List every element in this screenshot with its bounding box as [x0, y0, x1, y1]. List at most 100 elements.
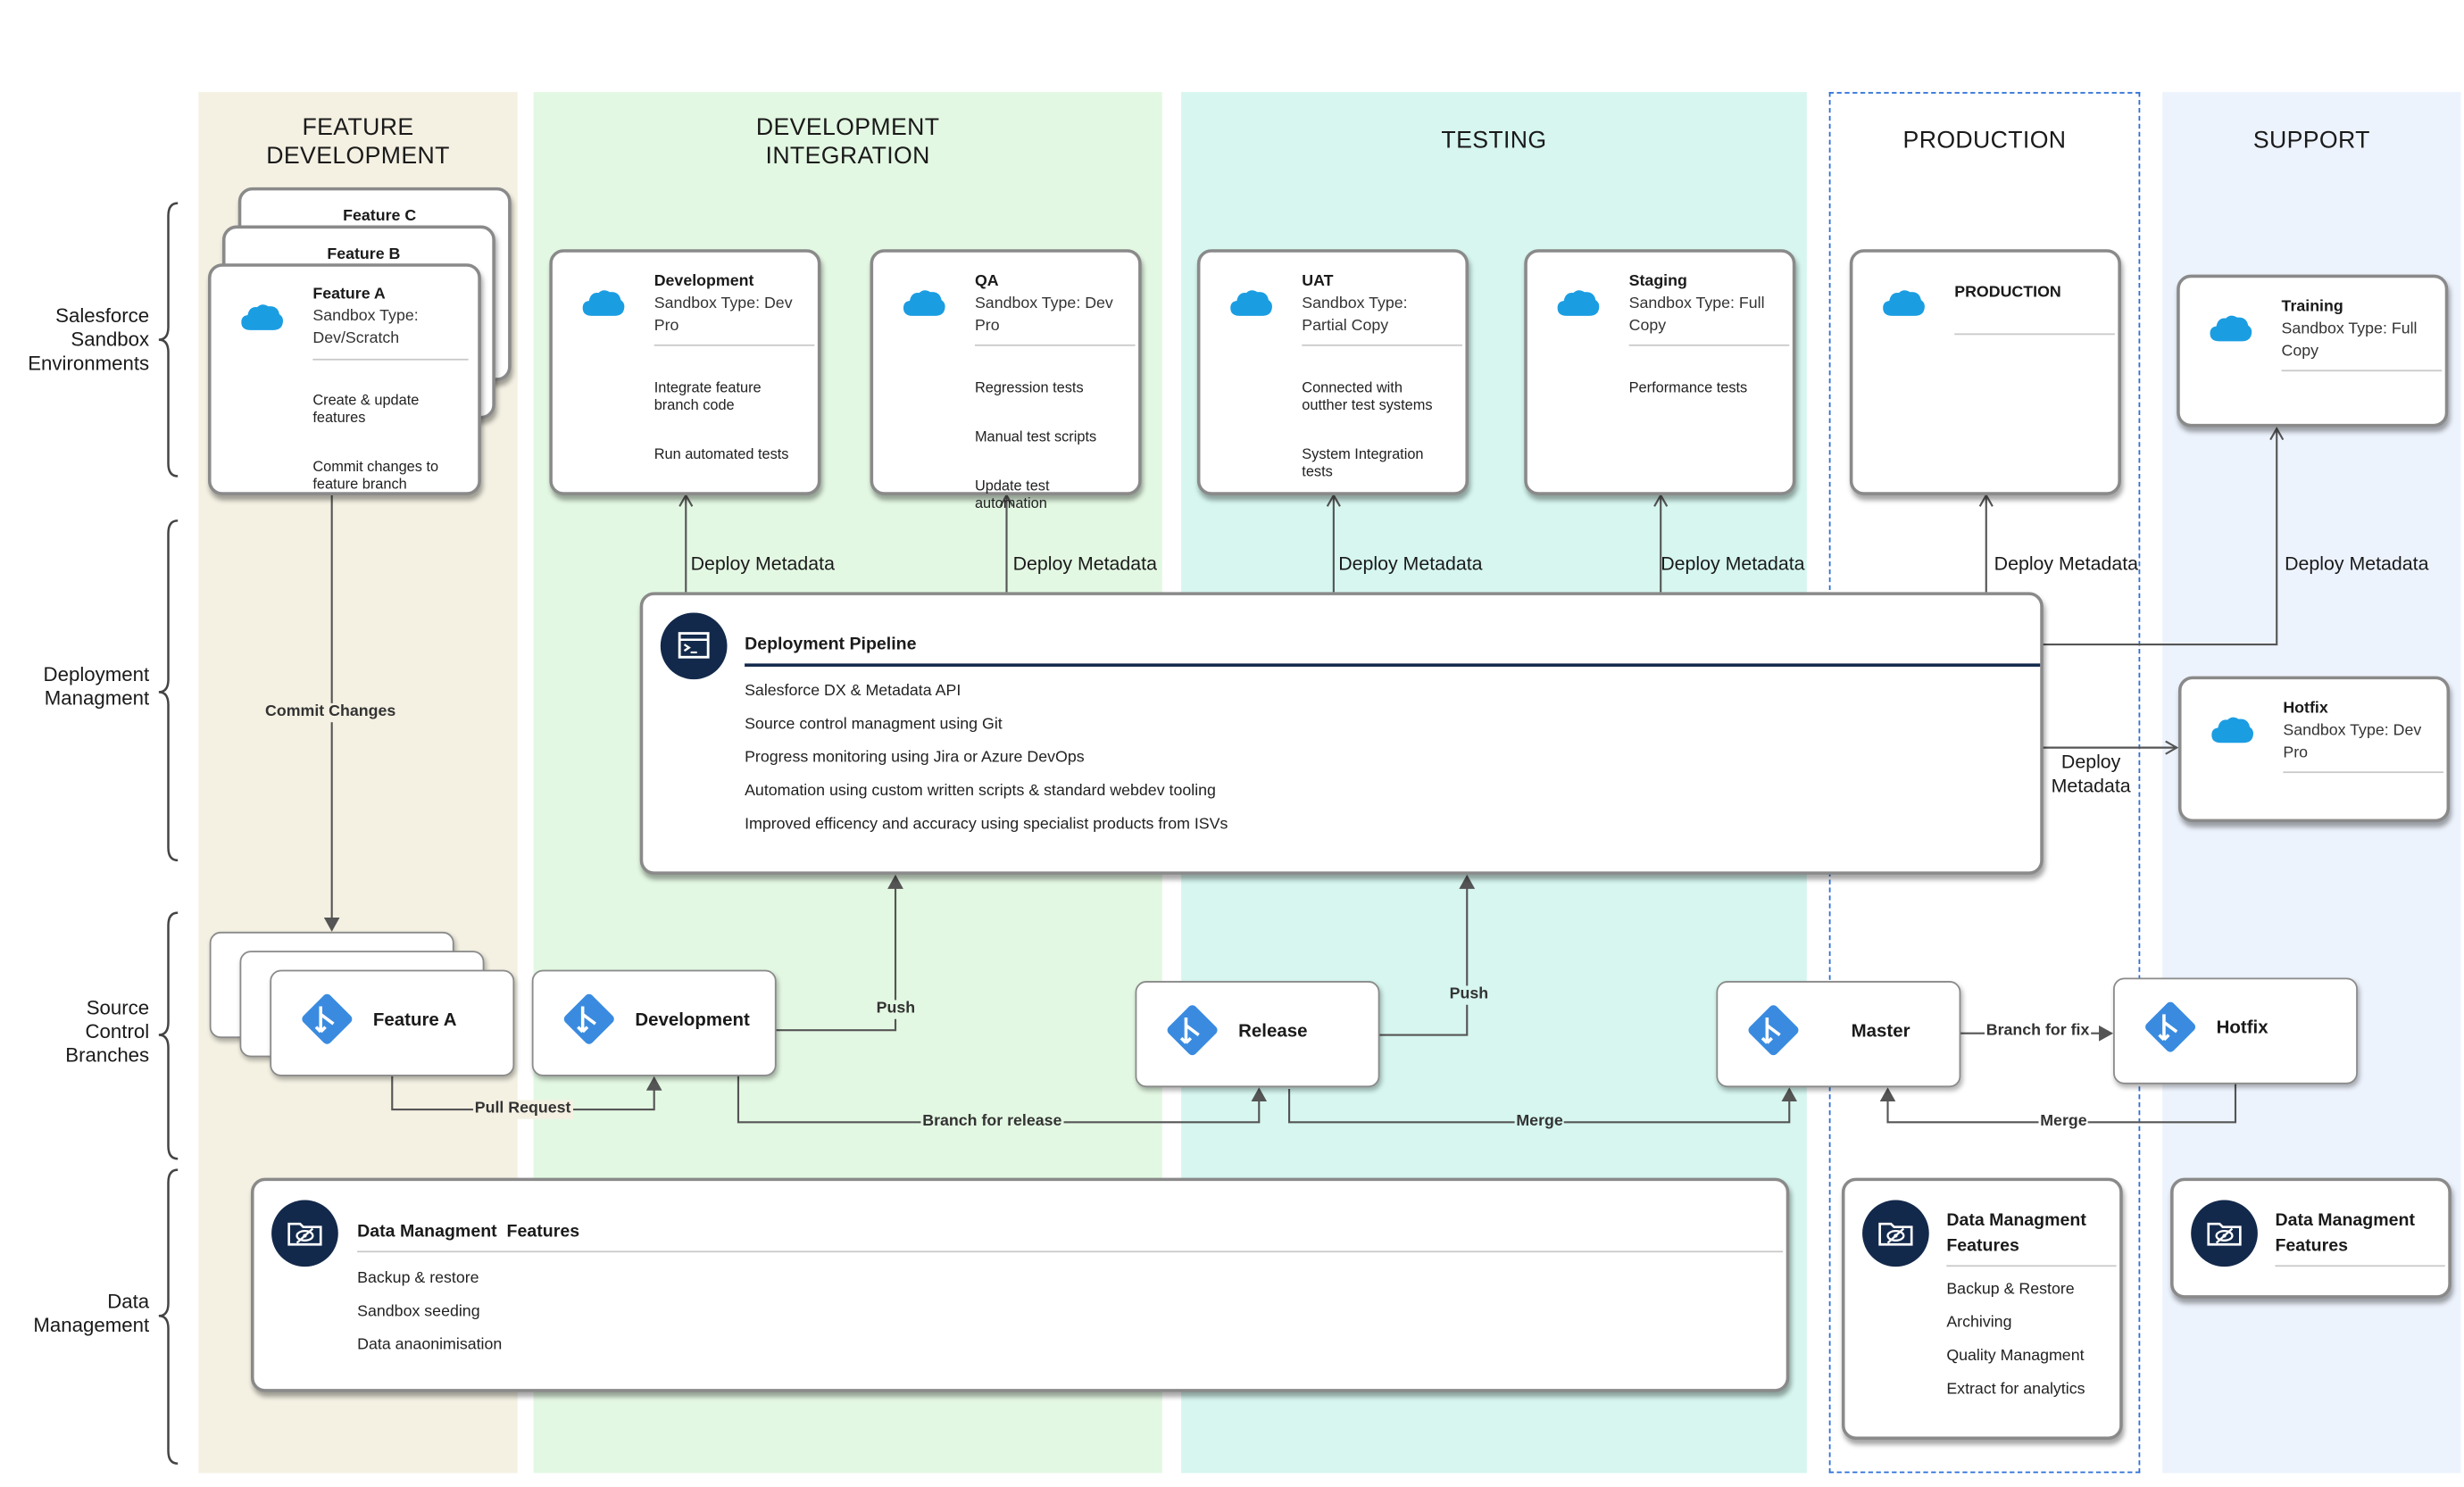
- data-management-item: Data anaonimisation: [357, 1336, 503, 1354]
- card-item: Commit changes to feature branch: [312, 458, 439, 493]
- data-management-item: Archiving: [1946, 1314, 2012, 1333]
- pull-request-label: Pull Request: [472, 1100, 573, 1119]
- row-label-data: Data Management: [33, 1290, 150, 1337]
- card-title: Feature C: [343, 207, 417, 226]
- salesforce-cloud-icon: [2210, 315, 2252, 342]
- card-item: Regression tests: [974, 379, 1084, 395]
- staging-sandbox-card[interactable]: Staging Sandbox Type: Full Copy Performa…: [1524, 249, 1796, 495]
- card-divider: [357, 1250, 1784, 1253]
- card-title: Hotfix: [2283, 700, 2328, 718]
- git-branch-icon: [563, 993, 614, 1044]
- card-item: Update test automation: [974, 478, 1050, 511]
- lane-title: SUPPORT: [2252, 127, 2370, 154]
- production-data-management-card[interactable]: Data Managment Features Backup & Restore…: [1841, 1177, 2123, 1441]
- pipeline-items: Salesforce DX & Metadata API Source cont…: [745, 683, 1228, 850]
- feature-a-sandbox-card[interactable]: Feature A Sandbox Type: Dev/Scratch Crea…: [207, 263, 481, 495]
- development-sandbox-card[interactable]: Development Sandbox Type: Dev Pro Integr…: [549, 249, 821, 495]
- branch-label: Master: [1851, 1022, 1910, 1042]
- sandbox-type: Sandbox Type: Dev/Scratch: [312, 308, 419, 348]
- data-mask-icon: [1862, 1200, 1929, 1267]
- card-title: UAT: [1302, 272, 1334, 291]
- lane-title: PRODUCTION: [1902, 127, 2067, 154]
- card-title: QA: [974, 272, 999, 291]
- branch-label: Development: [635, 1010, 750, 1031]
- sandbox-type: Sandbox Type: Full Copy: [1628, 295, 1765, 336]
- git-branch-icon: [302, 993, 353, 1044]
- qa-sandbox-card[interactable]: QA Sandbox Type: Dev Pro Regression test…: [870, 249, 1142, 511]
- card-item: Connected with outther test systems: [1302, 379, 1433, 413]
- pipeline-item: Automation using custom written scripts …: [745, 782, 1216, 801]
- terminal-icon: [660, 612, 728, 680]
- row-label-source: Source Control Branches: [65, 996, 150, 1067]
- card-item: Create & update features: [312, 392, 420, 426]
- uat-sandbox-card[interactable]: UAT Sandbox Type: Partial Copy Connected…: [1196, 249, 1469, 495]
- master-branch-card[interactable]: Master: [1716, 981, 1961, 1088]
- git-branch-icon: [1167, 1005, 1218, 1056]
- sandbox-type: Sandbox Type: Partial Copy: [1302, 295, 1408, 336]
- git-branch-icon: [2145, 1001, 2196, 1052]
- data-management-item: Quality Managment: [1946, 1347, 2085, 1366]
- card-title: Staging: [1628, 272, 1687, 291]
- card-item: Performance tests: [1628, 379, 1748, 395]
- card-items: Performance tests: [1629, 361, 1748, 428]
- salesforce-cloud-icon: [241, 304, 283, 330]
- data-management-item: Backup & Restore: [1946, 1281, 2075, 1299]
- data-management-title: Data Managment Features: [357, 1222, 580, 1242]
- card-items: Integrate feature branch code Run automa…: [654, 361, 789, 494]
- deploy-metadata-label: Deploy Metadata: [690, 552, 835, 575]
- data-management-card[interactable]: Data Managment Features Backup & restore…: [250, 1177, 1790, 1392]
- hotfix-sandbox-card[interactable]: Hotfix Sandbox Type: Dev Pro: [2177, 676, 2451, 823]
- pipeline-divider: [745, 663, 2041, 667]
- card-item: Run automated tests: [653, 445, 789, 462]
- card-title: Feature B: [327, 245, 401, 264]
- sandbox-type: Sandbox Type: Dev Pro: [653, 295, 793, 336]
- card-divider: [2283, 771, 2443, 774]
- pipeline-title: Deployment Pipeline: [745, 635, 917, 654]
- branch-label: Hotfix: [2216, 1018, 2268, 1039]
- card-items: Create & update features Commit changes …: [312, 375, 438, 526]
- merge-label: Merge: [1514, 1112, 1565, 1132]
- merge-label: Merge: [2038, 1112, 2089, 1132]
- branch-label: Feature A: [372, 1010, 457, 1031]
- salesforce-cloud-icon: [1883, 290, 1925, 316]
- branch-label: Release: [1238, 1022, 1308, 1042]
- lane-title: FEATURE DEVELOPMENT: [266, 114, 450, 170]
- card-divider: [1946, 1265, 2117, 1267]
- release-branch-card[interactable]: Release: [1135, 981, 1380, 1088]
- card-divider: [1628, 344, 1790, 346]
- deployment-pipeline-card[interactable]: Deployment Pipeline Salesforce DX & Meta…: [639, 592, 2044, 875]
- card-divider: [653, 344, 815, 346]
- data-management-item: Extract for analytics: [1946, 1381, 2085, 1399]
- card-divider: [312, 358, 469, 361]
- data-management-items: Backup & Restore Archiving Quality Manag…: [1946, 1281, 2085, 1414]
- card-divider: [2281, 370, 2443, 372]
- hotfix-branch-card[interactable]: Hotfix: [2113, 977, 2358, 1084]
- deploy-metadata-label: Deploy Metadata: [1012, 552, 1157, 575]
- push-label: Push: [1447, 985, 1490, 1005]
- deploy-metadata-label: Deploy Metadata: [2285, 552, 2429, 575]
- card-divider: [1954, 333, 2115, 336]
- data-management-item: Backup & restore: [357, 1269, 479, 1288]
- push-label: Push: [874, 1000, 917, 1019]
- card-title: PRODUCTION: [1954, 284, 2061, 302]
- data-mask-icon: [2191, 1200, 2258, 1267]
- production-org-card[interactable]: PRODUCTION: [1849, 249, 2121, 495]
- data-management-title: Data Managment Features: [2275, 1210, 2416, 1256]
- pipeline-item: Source control managment using Git: [745, 716, 1003, 734]
- development-branch-card[interactable]: Development: [531, 969, 777, 1076]
- feature-a-branch-card[interactable]: Feature A: [270, 969, 515, 1076]
- commit-changes-label: Commit Changes: [263, 702, 398, 723]
- sandbox-type: Sandbox Type: Dev Pro: [974, 295, 1113, 336]
- card-divider: [974, 344, 1136, 346]
- card-title: Development: [653, 272, 754, 291]
- salesforce-cloud-icon: [2211, 717, 2253, 744]
- deploy-metadata-label: Deploy Metadata: [1338, 552, 1483, 575]
- card-divider: [2275, 1265, 2445, 1267]
- branch-for-fix-label: Branch for fix: [1985, 1022, 2092, 1042]
- data-mask-icon: [271, 1200, 338, 1267]
- training-sandbox-card[interactable]: Training Sandbox Type: Full Copy: [2177, 274, 2449, 428]
- card-item: System Integration tests: [1302, 445, 1424, 480]
- row-label-sandbox: Salesforce Sandbox Environments: [28, 304, 150, 375]
- support-data-management-card[interactable]: Data Managment Features: [2170, 1177, 2452, 1299]
